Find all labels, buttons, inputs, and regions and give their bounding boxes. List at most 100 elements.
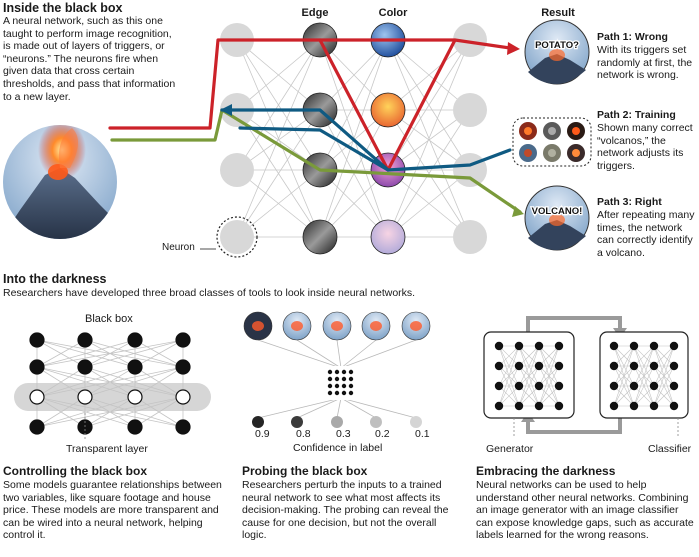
connection-line [387, 109, 471, 238]
connection-line [613, 345, 635, 367]
embracing-title: Embracing the darkness [476, 464, 616, 478]
probe-input-line [257, 339, 342, 369]
connection-line [36, 366, 184, 398]
connection-line [633, 385, 655, 407]
feedback-loop-arrow [526, 316, 622, 332]
probe-input-line [336, 339, 342, 369]
connection-line [518, 345, 540, 367]
connection-line [84, 366, 184, 398]
black-box-neuron [77, 359, 93, 375]
path-3-block: Path 3: Right After repeating many times… [597, 195, 697, 259]
probed-network-node [348, 390, 354, 396]
network-node [629, 381, 639, 391]
connection-line [538, 345, 560, 407]
probed-network-node [334, 383, 340, 389]
connection-line [387, 39, 471, 111]
lava-glow [410, 321, 422, 331]
connection-line [36, 339, 184, 368]
network-node [669, 381, 679, 391]
probed-network-node [341, 383, 347, 389]
connection-line [613, 385, 635, 407]
network-node [514, 381, 524, 391]
network-node [649, 401, 659, 411]
black-box-neuron [175, 359, 191, 375]
connection-line [319, 109, 389, 238]
connection-line [538, 345, 560, 387]
classifier-label: Classifier [648, 443, 692, 455]
connection-line [134, 366, 184, 398]
network-node [554, 381, 564, 391]
connection-line [134, 396, 184, 428]
network-node [669, 361, 679, 371]
connection-line [653, 345, 675, 407]
network-node [534, 381, 544, 391]
probed-network-node [327, 369, 333, 375]
confidence-dot [331, 416, 343, 428]
neuron-highlight-ring [216, 216, 258, 258]
connection-line [613, 345, 635, 387]
probe-output-line [257, 397, 342, 419]
connection-line [538, 385, 560, 407]
black-box-neuron [127, 419, 143, 435]
transparent-neuron [127, 389, 143, 405]
connection-line [36, 396, 136, 428]
network-node [494, 401, 504, 411]
path-training-line-2 [238, 126, 390, 172]
probed-network-node [341, 376, 347, 382]
connection-line [36, 366, 86, 398]
connection-line [236, 39, 321, 171]
connection-line [613, 365, 635, 407]
confidence-dot [252, 416, 264, 428]
confidence-values-row: 0.9 0.8 0.3 0.2 0.1 [238, 428, 448, 442]
intro-paragraph: A neural network, such as this one taugh… [3, 15, 176, 103]
lava-glow [252, 321, 264, 331]
volcano-input-image [3, 125, 117, 239]
confidence-value: 0.2 [375, 428, 390, 440]
section-title-inside-black-box: Inside the black box [3, 1, 123, 15]
confidence-value: 0.9 [255, 428, 270, 440]
embracing-text: Neural networks can be used to help unde… [476, 479, 694, 542]
path-2-text: Shown many correct “volcanos,” the netwo… [597, 122, 693, 172]
probed-network-node [341, 390, 347, 396]
black-box-label: Black box [85, 313, 133, 325]
connection-line [518, 345, 540, 387]
path-1-block: Path 1: Wrong With its triggers set rand… [597, 30, 697, 82]
connection-line [518, 385, 540, 407]
connection-line [653, 345, 675, 367]
connection-line [518, 365, 540, 407]
confidence-label: Confidence in label [293, 442, 383, 454]
probed-network-node [334, 369, 340, 375]
network-node [534, 361, 544, 371]
connection-line [387, 39, 471, 238]
connection-line [498, 345, 520, 407]
controlling-diagram [14, 332, 211, 440]
path-1-text: With its triggers set randomly at first,… [597, 44, 693, 82]
probing-text: Researchers perturb the inputs to a trai… [242, 479, 449, 542]
neuron-node [453, 220, 487, 254]
arrowhead-training [220, 104, 232, 116]
connection-line [134, 339, 184, 368]
connection-line [236, 39, 321, 111]
network-node [514, 341, 524, 351]
network-node [629, 361, 639, 371]
connection-line [387, 39, 471, 171]
connection-line [653, 365, 675, 407]
connection-line [633, 365, 655, 407]
confidence-dot [291, 416, 303, 428]
embracing-diagram [483, 316, 689, 438]
connection-line [653, 385, 675, 407]
probe-input-line [340, 339, 417, 369]
neuron-node [453, 153, 487, 187]
network-node [494, 361, 504, 371]
probe-output-line [336, 397, 342, 419]
network-node [609, 401, 619, 411]
probe-input-line [340, 339, 377, 369]
transparent-neuron [29, 389, 45, 405]
neuron-label: Neuron [162, 242, 195, 253]
bubble-potato-text: POTATO? [535, 40, 579, 51]
connection-line [387, 169, 471, 238]
result-bubble-volcano [524, 185, 590, 251]
path-2-title: Path 2: Training [597, 109, 676, 121]
connection-line [498, 345, 520, 367]
black-box-neuron [127, 332, 143, 348]
